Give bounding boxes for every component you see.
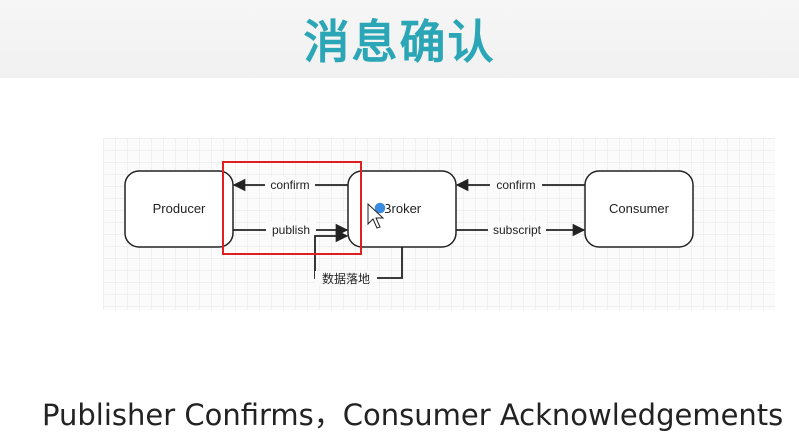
broker-node: Broker	[347, 170, 457, 248]
producer-node: Producer	[124, 170, 234, 248]
edge-label-publish: publish	[272, 223, 310, 237]
highlight-box	[222, 161, 362, 255]
slide-subtitle: Publisher Confirms，Consumer Acknowledgem…	[42, 398, 784, 432]
edge-publish: publish	[233, 222, 349, 237]
title-band	[0, 0, 799, 78]
edge-label-subscript: subscript	[493, 223, 542, 237]
edge-label-persist: 数据落地	[322, 271, 370, 286]
flow-diagram: Producer Broker Consumer confirm publish…	[103, 138, 775, 310]
consumer-node: Consumer	[584, 170, 694, 248]
broker-label: Broker	[383, 201, 422, 216]
edge-label-confirm-producer: confirm	[270, 178, 309, 192]
edge-label-confirm-broker: confirm	[496, 178, 535, 192]
consumer-label: Consumer	[609, 201, 670, 216]
producer-label: Producer	[153, 201, 206, 216]
edge-persist-loop: 数据落地	[314, 229, 403, 286]
edge-confirm-broker: confirm	[455, 177, 585, 192]
edge-subscript: subscript	[456, 222, 586, 237]
slide-title: 消息确认	[303, 15, 496, 69]
mouse-pointer-icon	[367, 201, 387, 229]
edge-confirm-producer: confirm	[232, 177, 348, 192]
